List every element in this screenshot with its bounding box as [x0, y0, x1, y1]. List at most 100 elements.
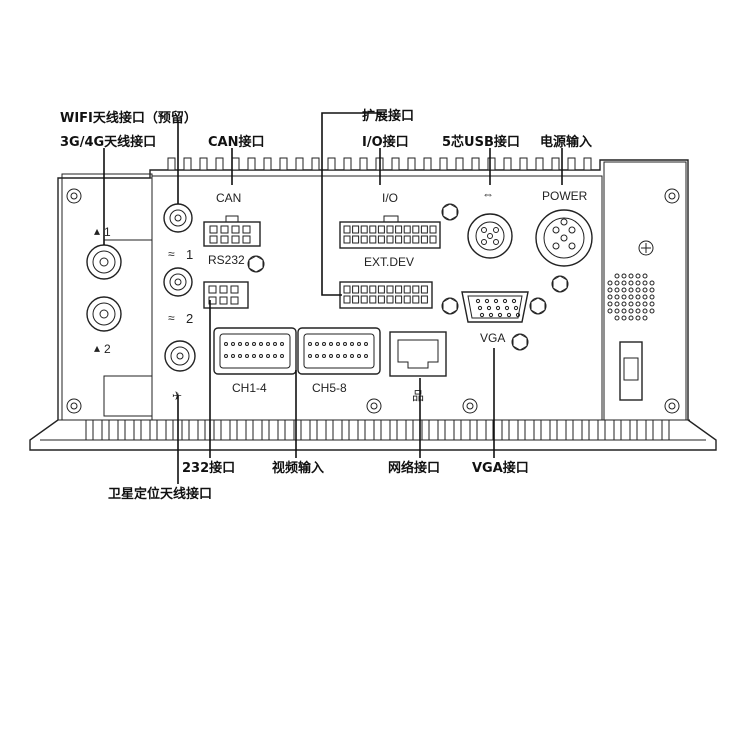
grille-hole [614, 287, 620, 293]
pin [506, 312, 512, 318]
grille-hole [642, 273, 648, 279]
fin [327, 157, 336, 171]
pin [369, 235, 377, 244]
pin [224, 354, 228, 358]
fin [167, 157, 176, 171]
pin [308, 342, 312, 346]
ch1-4-panel-label: CH1-4 [232, 381, 267, 395]
pin [386, 235, 394, 244]
pin [412, 285, 420, 294]
fin [389, 419, 398, 441]
pin [364, 354, 368, 358]
fin [423, 157, 432, 171]
callout-vga: VGA接口 [472, 460, 529, 476]
fin [101, 419, 110, 441]
network-icon: 品 [412, 389, 424, 403]
pin [273, 354, 277, 358]
rs232-panel-label: RS232 [208, 253, 245, 267]
fin [359, 157, 368, 171]
fin [309, 419, 318, 441]
pin [504, 305, 510, 311]
pin [364, 342, 368, 346]
pin [350, 354, 354, 358]
pin [280, 342, 284, 346]
grille-hole [621, 308, 627, 314]
grille-hole [649, 308, 655, 314]
pin [502, 298, 508, 304]
grille-hole [649, 301, 655, 307]
fin [133, 419, 142, 441]
grille-hole [649, 280, 655, 286]
fin [405, 419, 414, 441]
grille-hole [614, 280, 620, 286]
gps-antenna: ✈ [164, 340, 196, 403]
video-input-ch5-8: CH5-8 [297, 327, 381, 395]
callout-leaders [103, 112, 563, 484]
pin [238, 354, 242, 358]
grille-hole [628, 315, 634, 321]
pin [369, 225, 377, 234]
fin [565, 419, 574, 441]
grille-hole [621, 294, 627, 300]
pin [336, 354, 340, 358]
pin [224, 342, 228, 346]
pin [403, 295, 411, 304]
pin [412, 235, 420, 244]
grille-hole [628, 287, 634, 293]
fin [229, 419, 238, 441]
video-input-ch1-4: CH1-4 [213, 327, 297, 395]
grille-hole [642, 287, 648, 293]
fin [247, 157, 256, 171]
pin [395, 225, 403, 234]
extdev-panel-label: EXT.DEV [364, 255, 414, 269]
pin [266, 342, 270, 346]
wifi1-label: 1 [186, 247, 193, 262]
pin [266, 354, 270, 358]
pin [377, 235, 385, 244]
fin [455, 157, 464, 171]
fin [485, 419, 494, 441]
fin [261, 419, 270, 441]
callout-video: 视频输入 [272, 460, 324, 476]
grille-hole [621, 315, 627, 321]
pin [386, 225, 394, 234]
ant1-label: 1 [104, 225, 111, 239]
fin [597, 419, 606, 441]
fin [581, 419, 590, 441]
bottom-heatsink-fins [85, 419, 670, 441]
grille-hole [607, 280, 613, 286]
ground-screw [638, 240, 654, 256]
speaker-grille [607, 273, 655, 321]
grille-hole [614, 294, 620, 300]
pin [369, 295, 377, 304]
fin [629, 419, 638, 441]
fin [439, 157, 448, 171]
fin [85, 419, 94, 441]
fin [245, 419, 254, 441]
pin [352, 295, 360, 304]
pin [315, 354, 319, 358]
pin [308, 354, 312, 358]
pin [403, 225, 411, 234]
grille-hole [649, 287, 655, 293]
grille-hole [628, 301, 634, 307]
ant2-icon: ▴ [94, 341, 100, 355]
grille-hole [642, 280, 648, 286]
grille-hole [614, 273, 620, 279]
pin [475, 298, 481, 304]
pin [395, 285, 403, 294]
pin [511, 298, 517, 304]
pin [343, 295, 351, 304]
fin [391, 157, 400, 171]
rs232-connector: RS232 [203, 253, 265, 309]
pin [343, 285, 351, 294]
fin [341, 419, 350, 441]
pin [357, 354, 361, 358]
pin [420, 285, 428, 294]
pin [429, 225, 437, 234]
callout-wifi: WIFI天线接口（预留） [60, 110, 197, 126]
grille-hole [642, 315, 648, 321]
pin [493, 298, 499, 304]
pin [360, 285, 368, 294]
